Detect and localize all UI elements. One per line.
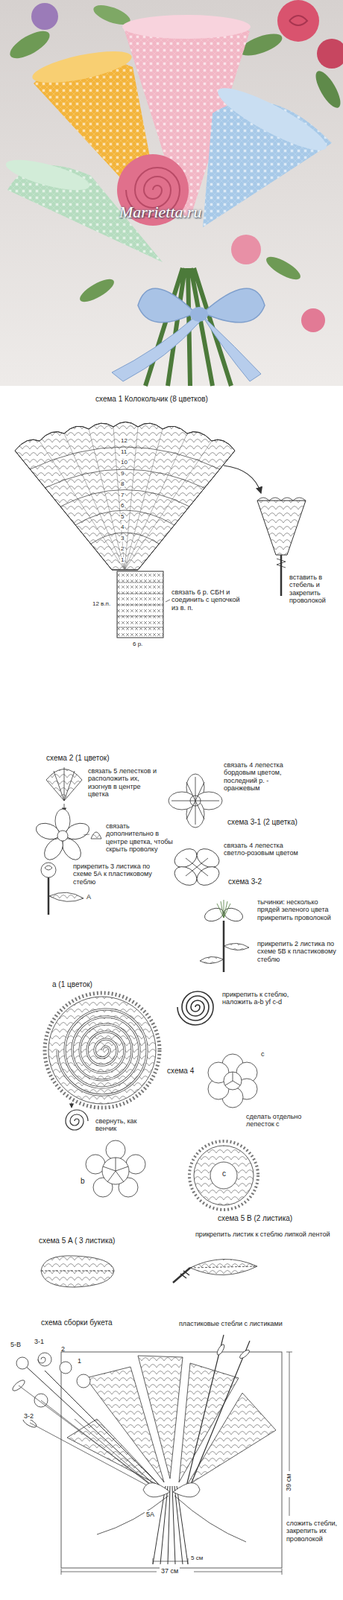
bell-chart [14,422,306,640]
section-title: схема 5 B (2 листика) [217,1215,293,1225]
row-number: 12 [120,438,129,445]
leaf-charts-5 [41,1257,258,1289]
row-number: 11 [120,449,128,456]
instruction-note: связать дополнительно в центре цветка, ч… [105,823,175,854]
section-title: схема 5 A ( 3 листика) [38,1237,115,1247]
row-number: 8 [120,481,125,488]
instruction-note: прикрепить 2 листика по схеме 5В к пласт… [257,941,338,965]
callout-number: 3-2 [22,1413,36,1422]
instruction-note: свернуть, как венчик [95,1118,150,1135]
instruction-note: сделать отдельно лепесток c [246,1114,321,1130]
row-number: 6 [120,503,125,510]
flower-chart-3 [168,774,250,974]
row-number: 10 [120,460,129,467]
bouquet-photo [0,0,343,387]
dimension-label: 6 р. [132,641,143,648]
instruction-note: прикрепить 3 листика по схеме 5А к пласт… [73,863,156,887]
instruction-note: прикрепить листик к стеблю липкой лентой [195,1231,334,1240]
row-number: 3 [120,536,125,543]
section-title: схема 1 Колокольчик (8 цветков) [95,395,209,405]
section-title: схема 3-1 (2 цветка) [227,818,298,828]
part-letter: c [220,1170,228,1180]
dimension-label: 39 см [284,1475,293,1493]
callout-number: 1 [77,1358,82,1367]
dimension-label: 5 см [190,1556,203,1563]
section-title: схема сборки букета [41,1319,113,1329]
assembly-sketch [11,1336,293,1577]
instruction-note: связать 4 лепестка светло-розовым цветом [223,842,299,859]
watermark: Marrietta.ru [119,202,203,222]
row-number: 2 [120,546,125,553]
row-number: 7 [120,492,125,499]
section-title: схема 2 (1 цветок) [46,754,110,764]
dimension-label: 37 см [159,1568,180,1577]
callout-number: 5-B [10,1342,21,1350]
instruction-note: сложить стебли, закрепить их проволокой [286,1521,341,1545]
callout-number: 2 [61,1346,65,1355]
part-letter: c [260,1051,265,1059]
row-number: 1 [120,557,125,564]
callout-number: 3-1 [34,1339,44,1347]
dimension-label: 12 в.п. [92,600,111,608]
instruction-note: связать 6 р. СБН и соединить с цепочкой … [171,589,247,613]
section-title: схема 3-2 [228,878,262,888]
instruction-note: тычинки: несколько прядей зеленого цвета… [257,899,338,923]
section-title: a (1 цветок) [52,981,93,991]
row-number: 5 [120,514,125,521]
instruction-note: прикрепить к стеблю, наложить a-b yf c-d [222,991,301,1008]
part-letter: b [80,1178,86,1188]
instruction-note: связать 4 лепестка бордовым цветом, посл… [223,762,302,793]
part-letter: A [86,894,91,902]
instruction-note: вставить в стебель и закрепить проволоко… [289,574,341,605]
section-title: схема 4 [167,1067,194,1077]
row-number: 4 [120,524,125,531]
instruction-note: пластиковые стебли с листиками [178,1321,283,1329]
instruction-note: связать 5 лепестков и расположить их, из… [87,768,163,799]
rose-chart-4 [44,992,258,1211]
row-number: 9 [120,471,125,478]
callout-number: 5A [144,1512,156,1520]
